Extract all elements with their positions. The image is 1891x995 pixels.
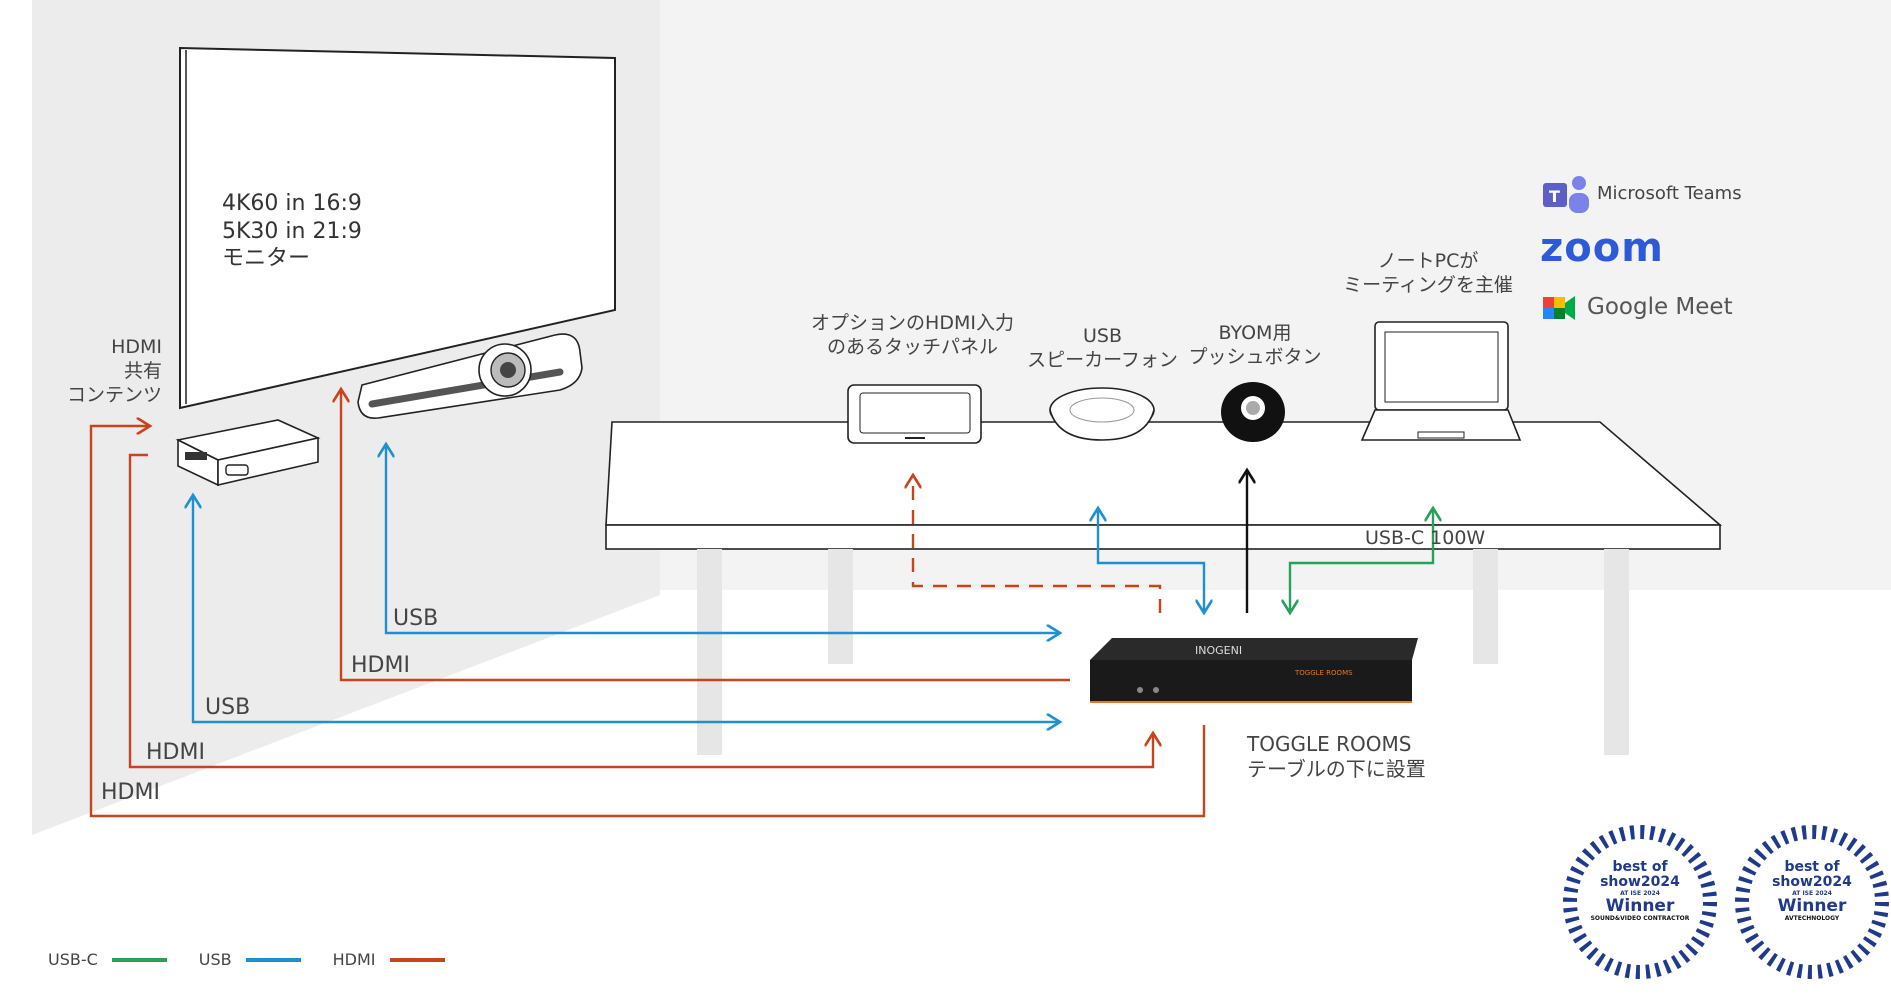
legend: USB-C USB HDMI: [48, 950, 477, 969]
usb-camera-label: USB: [393, 606, 439, 631]
teams-icon: T: [1543, 176, 1589, 213]
touch-panel: [847, 384, 982, 444]
legend-usbc-swatch: [111, 957, 167, 962]
award-badge-1: [1563, 825, 1717, 979]
award-1-text: best of show2024 AT ISE 2024 Winner SOUN…: [1590, 859, 1690, 923]
touch-panel-label: オプションのHDMI入力 のあるタッチパネル: [811, 312, 1014, 358]
device-brand: INOGENI: [1195, 644, 1242, 657]
usbc-laptop-line: [1290, 508, 1433, 613]
award-badge-2: [1735, 825, 1889, 979]
byom-push-button: [1221, 382, 1285, 442]
legend-usbc-label: USB-C: [48, 950, 98, 969]
connection-lines: [89, 389, 1433, 818]
speakerphone: [1049, 387, 1155, 441]
table-usbc-label: USB-C 100W: [1365, 527, 1486, 549]
usb-pc-label: USB: [205, 695, 251, 720]
svg-text:T: T: [1549, 187, 1560, 206]
toggle-rooms-label: TOGGLE ROOMS テーブルの下に設置: [1247, 732, 1426, 781]
hdmi-pc-in-line: [128, 453, 1153, 769]
monitor-label: 4K60 in 16:9 5K30 in 21:9 モニター: [222, 191, 362, 271]
hdmi-share-out-label: HDMI: [101, 780, 160, 805]
laptop: [1360, 321, 1522, 441]
google-meet-icon: [1543, 296, 1575, 320]
camera-bar: [357, 333, 583, 419]
legend-usb-label: USB: [198, 950, 232, 969]
award-2-text: best of show2024 AT ISE 2024 Winner AVTE…: [1772, 859, 1852, 923]
legend-hdmi-swatch: [389, 957, 445, 962]
microsoft-teams-label: Microsoft Teams: [1597, 183, 1742, 204]
hdmi-share-label: HDMI 共有 コンテンツ: [66, 336, 162, 406]
hdmi-pc-label: HDMI: [146, 740, 205, 765]
laptop-label: ノートPCが ミーティングを主催: [1343, 250, 1513, 296]
toggle-rooms-device: INOGENI TOGGLE ROOMS: [1090, 638, 1418, 703]
device-model: TOGGLE ROOMS: [1294, 669, 1353, 677]
zoom-logo: zoom: [1540, 225, 1664, 271]
legend-hdmi-label: HDMI: [332, 950, 376, 969]
push-button-label: BYOM用 プッシュボタン: [1188, 322, 1322, 368]
usb-speaker-line: [1098, 508, 1204, 613]
hdmi-share-line: [89, 426, 1206, 818]
usb-pc-line: [193, 495, 1060, 722]
google-meet-label: Google Meet: [1587, 294, 1733, 320]
speakerphone-label: USB スピーカーフォン: [1027, 325, 1178, 371]
monitor: [179, 46, 616, 410]
mini-pc: [175, 419, 321, 487]
legend-usb-swatch: [245, 957, 301, 962]
hdmi-monitor-label: HDMI: [351, 653, 410, 678]
